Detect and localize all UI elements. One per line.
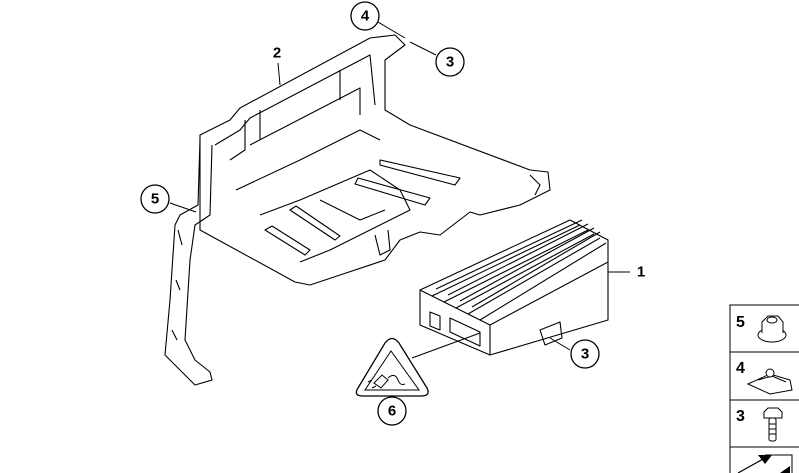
amplifier-part [419, 219, 609, 356]
parts-legend: 5 4 3 [729, 304, 799, 473]
callout-3-top[interactable]: 3 [435, 47, 465, 77]
callout-2[interactable]: 2 [273, 45, 281, 62]
callout-3-amp[interactable]: 3 [570, 339, 600, 369]
screw-icon [763, 407, 783, 442]
svg-text:3: 3 [736, 408, 745, 425]
callout-5[interactable]: 5 [140, 184, 170, 214]
leader-lines [169, 21, 630, 359]
svg-text:5: 5 [736, 314, 745, 331]
svg-text:4: 4 [361, 8, 370, 25]
svg-text:3: 3 [446, 54, 454, 71]
bracket-part [199, 34, 551, 286]
nut-icon [757, 315, 787, 343]
clip-nut-icon [746, 368, 793, 395]
svg-text:1: 1 [637, 264, 645, 281]
support-bracket-part [164, 139, 213, 386]
callout-6[interactable]: 6 [377, 396, 407, 426]
plug-icon [367, 374, 406, 389]
legend-item-5[interactable]: 5 [736, 314, 787, 343]
svg-text:6: 6 [388, 403, 396, 420]
svg-text:3: 3 [581, 346, 589, 363]
svg-text:4: 4 [736, 360, 745, 377]
svg-text:5: 5 [151, 191, 159, 208]
svg-text:2: 2 [273, 45, 281, 62]
callout-1[interactable]: 1 [637, 264, 645, 281]
legend-item-3[interactable]: 3 [736, 407, 783, 442]
arrow-icon [737, 454, 793, 473]
electrical-warning-symbol [355, 337, 429, 397]
legend-item-4[interactable]: 4 [736, 360, 793, 395]
heat-sink-fins [431, 219, 607, 321]
callout-4[interactable]: 4 [350, 1, 380, 31]
